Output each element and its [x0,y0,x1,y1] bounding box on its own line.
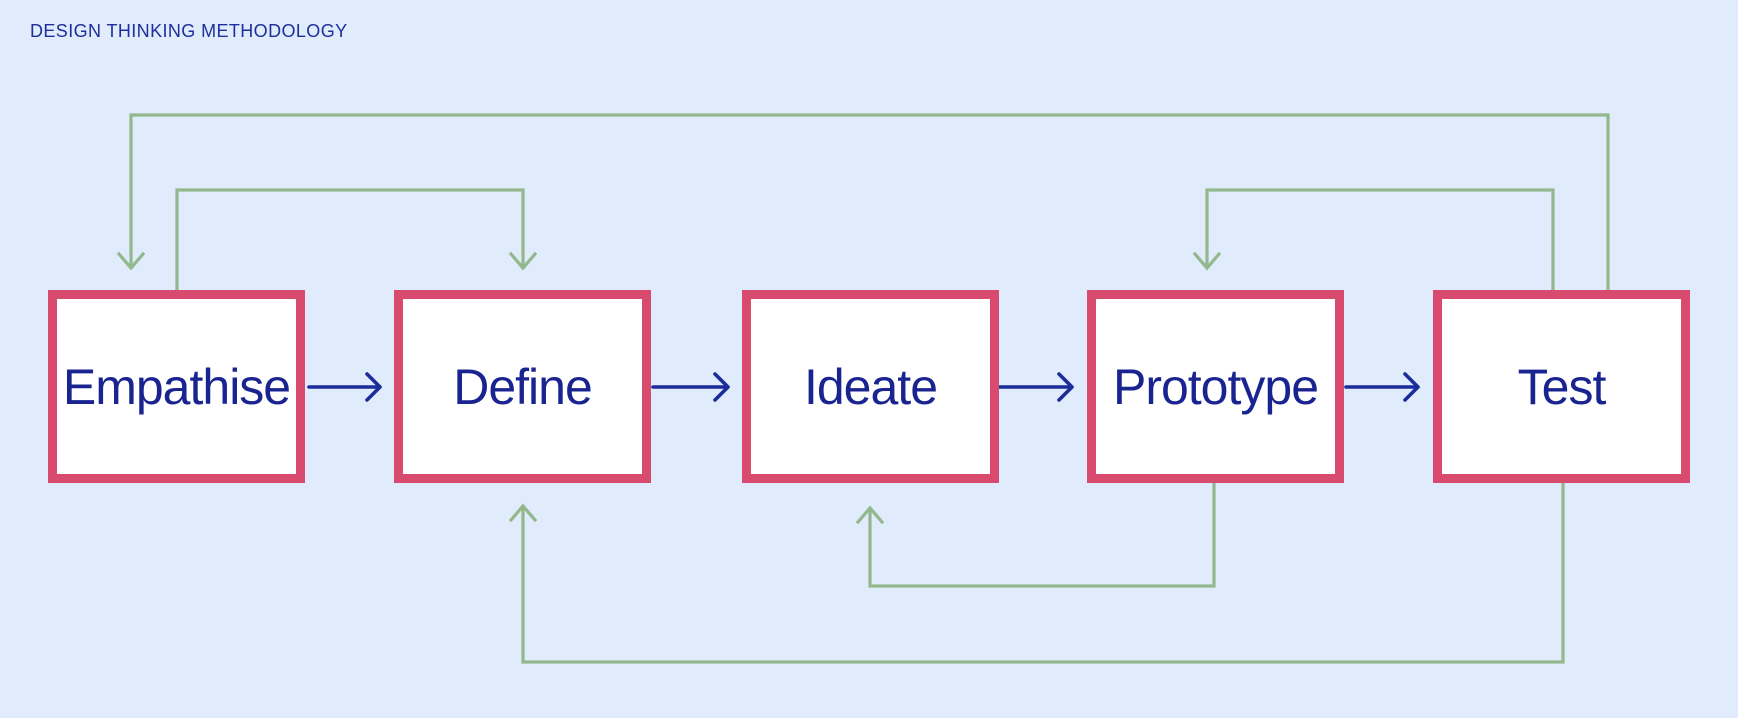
feedback-arrow-test-to-prototype [1192,188,1555,292]
feedback-arrow-test-to-empathise [116,113,1610,292]
flow-arrow-prototype-to-test [1344,372,1420,402]
node-label: Define [453,358,593,415]
node-test: Test [1433,290,1690,483]
feedback-arrow-empathise-to-define [175,188,538,292]
node-label: Empathise [62,358,291,415]
node-label: Test [1517,358,1607,415]
diagram-title: DESIGN THINKING METHODOLOGY [30,21,348,41]
feedback-arrow-prototype-to-ideate [855,481,1216,588]
flow-arrow-define-to-ideate [651,372,730,402]
node-prototype: Prototype [1087,290,1344,483]
feedback-arrow-test-to-define [508,481,1565,664]
node-label: Prototype [1112,358,1319,415]
node-label: Ideate [803,358,938,415]
node-empathise: Empathise [48,290,305,483]
flow-arrow-ideate-to-prototype [995,372,1074,402]
flow-arrow-empathise-to-define [307,372,382,402]
node-ideate: Ideate [742,290,999,483]
node-define: Define [394,290,651,483]
